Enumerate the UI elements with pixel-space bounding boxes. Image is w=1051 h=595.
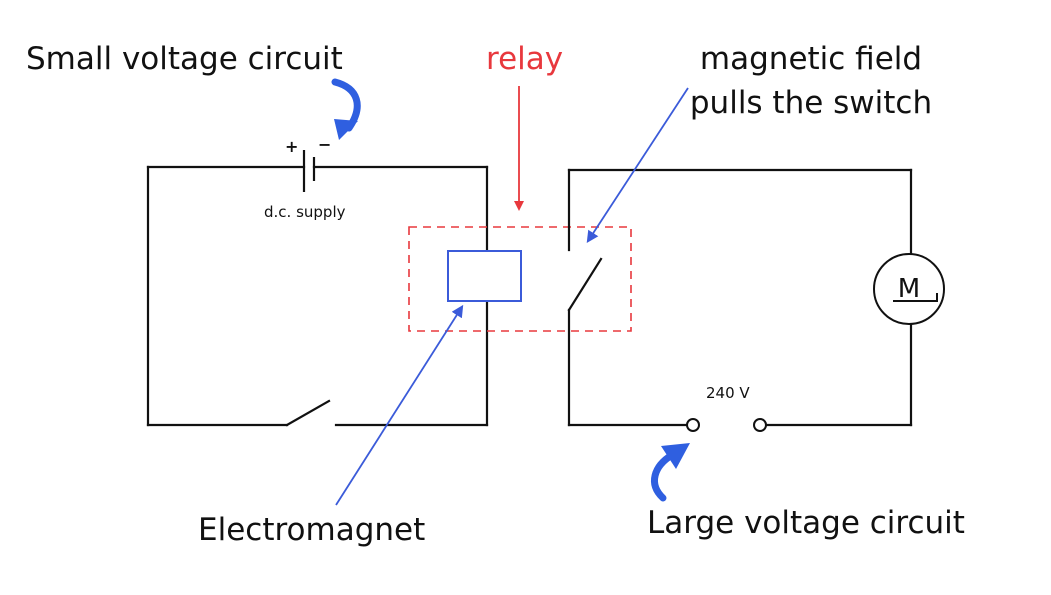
small-circuit-curved-arrow (331, 78, 361, 140)
left-switch-blade (285, 399, 331, 427)
magnetic-field-label-line2: pulls the switch (690, 85, 932, 121)
large-circuit-curved-arrow (651, 443, 690, 502)
motor-symbol: M (873, 253, 945, 325)
electromagnet-coil (447, 250, 522, 302)
electromagnet-pointer (335, 304, 464, 506)
magnetic-field-pointer (586, 87, 689, 244)
relay-outline (408, 226, 632, 332)
voltage-label: 240 V (706, 384, 750, 402)
relay-switch-blade (567, 257, 603, 312)
small-voltage-circuit-label: Small voltage circuit (26, 41, 343, 77)
relay-label: relay (486, 41, 563, 77)
motor-circle (873, 253, 945, 325)
dc-supply-label: d.c. supply (264, 203, 346, 221)
plus-sign: + (285, 137, 298, 156)
large-voltage-circuit-label: Large voltage circuit (647, 505, 965, 541)
motor-underline (893, 293, 938, 302)
large-voltage-circuit: 240 V M (567, 168, 945, 432)
magnetic-field-label-line1: magnetic field (700, 41, 922, 77)
supply-terminal-left (686, 418, 700, 432)
minus-sign: − (318, 135, 331, 154)
dc-supply-cell: + − d.c. supply (264, 135, 346, 221)
supply-terminal-right (753, 418, 767, 432)
electromagnet-label: Electromagnet (198, 512, 425, 548)
motor-label: M (898, 274, 920, 304)
small-voltage-circuit: + − d.c. supply (146, 135, 522, 427)
